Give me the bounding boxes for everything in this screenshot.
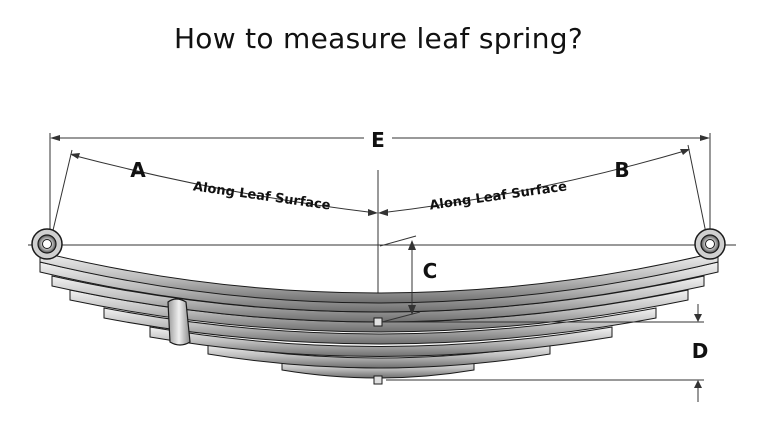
label-e: E (371, 128, 385, 152)
dimension-b: B Along Leaf Surface (378, 144, 709, 244)
label-b: B (614, 158, 629, 182)
label-a: A (130, 158, 146, 182)
label-c: C (423, 259, 438, 283)
dimension-e: E (49, 128, 711, 243)
label-d: D (692, 339, 709, 363)
along-leaf-left: Along Leaf Surface (192, 179, 331, 213)
dimension-d: D (382, 304, 708, 402)
along-leaf-right: Along Leaf Surface (429, 179, 568, 213)
leaf-stack (39, 251, 719, 379)
dimension-a: A Along Leaf Surface (49, 149, 378, 244)
dimension-c: C (379, 235, 438, 323)
page-title: How to measure leaf spring? (173, 22, 584, 55)
left-eye-bushing (31, 228, 63, 260)
right-eye-bushing (694, 228, 726, 260)
leaf-clamp (167, 298, 191, 346)
